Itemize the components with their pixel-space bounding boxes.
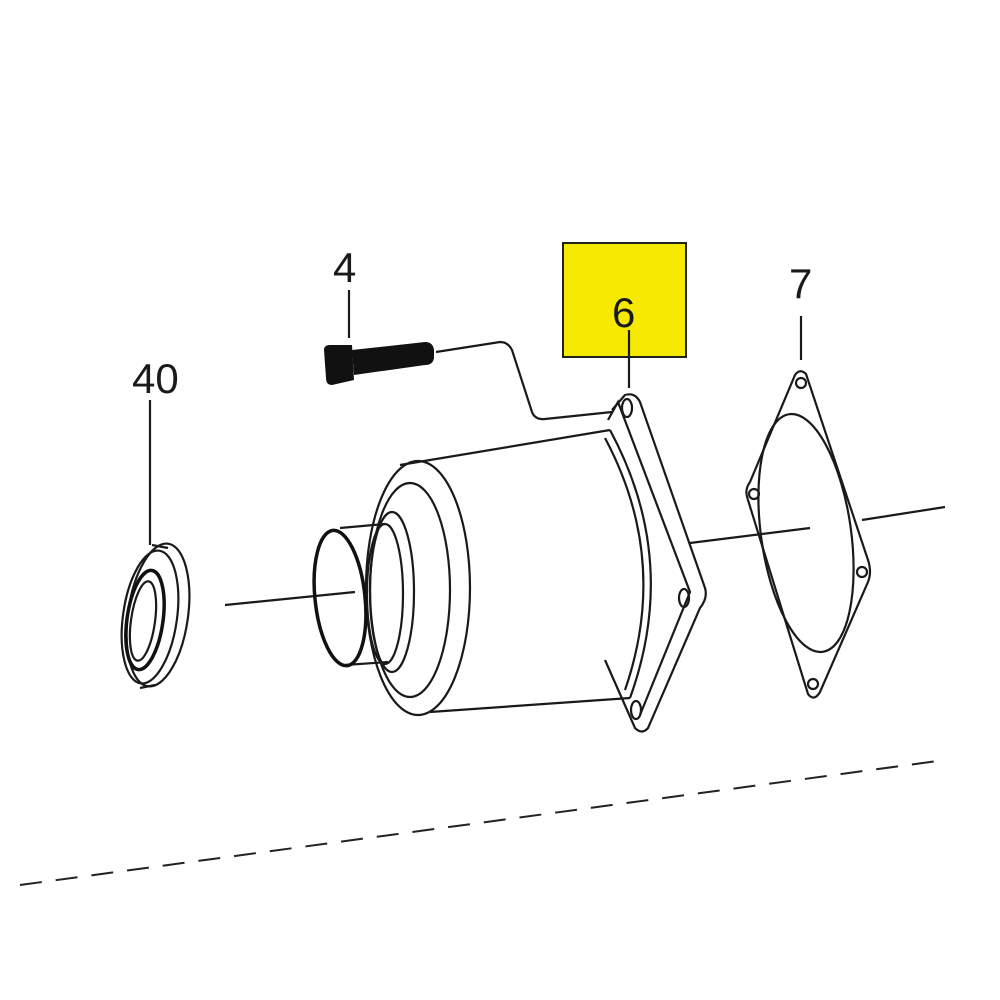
callout-label-40[interactable]: 40: [132, 355, 179, 402]
housing-part-6[interactable]: [308, 393, 707, 733]
callout-label-6[interactable]: 6: [612, 289, 635, 336]
highlight-box-part-6: [562, 242, 687, 358]
callout-label-7[interactable]: 7: [789, 260, 812, 307]
dashed-reference-line: [19, 759, 946, 886]
bolt-part-4[interactable]: [324, 342, 434, 385]
gasket-part-7[interactable]: [745, 370, 872, 699]
callout-leaders: [148, 290, 803, 545]
seal-ring-part-40[interactable]: [114, 540, 198, 691]
callout-label-4[interactable]: 4: [333, 244, 356, 291]
bolt-leader-line: [435, 340, 613, 421]
axis-line: [224, 505, 946, 607]
